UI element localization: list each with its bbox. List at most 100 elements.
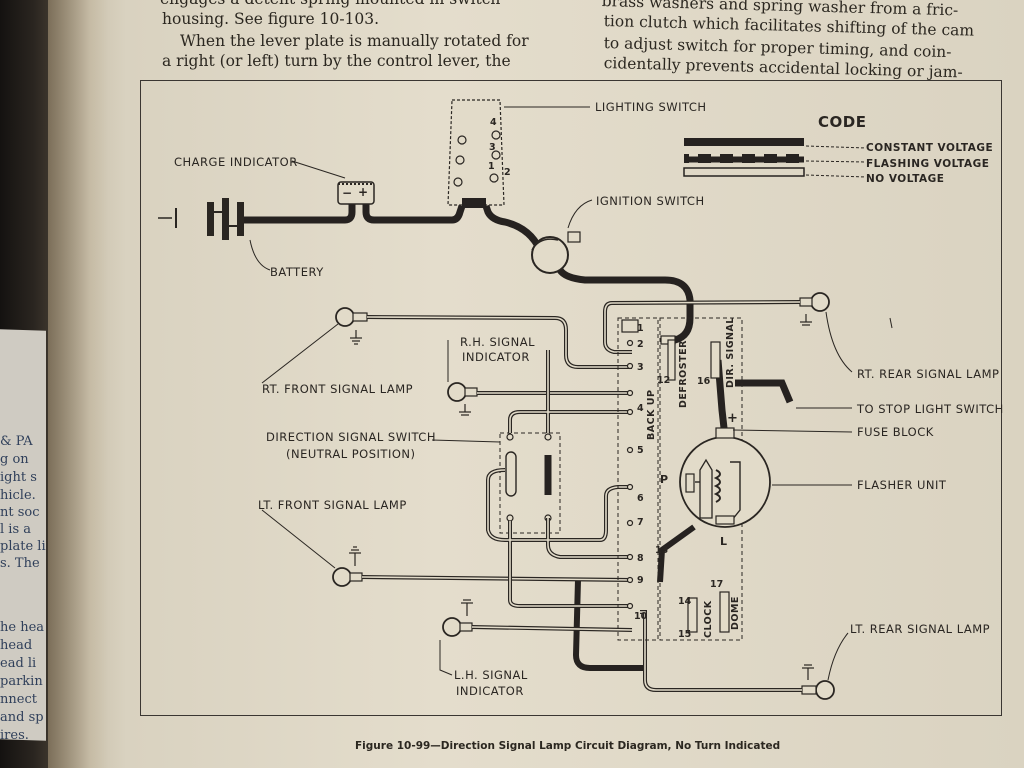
label-direction-signal-switch: DIRECTION SIGNAL SWITCH [266,430,436,444]
lighting-switch-terminal: 1 [488,161,495,172]
switch-return-wire [572,579,646,671]
terminal-number: 8 [637,553,644,564]
terminal-number: 6 [637,493,644,504]
fuse-number: 12 [657,375,671,386]
page-fragment: ead li [0,656,37,671]
terminal-number: 2 [637,339,644,350]
rh-signal-indicator [447,382,478,416]
page-fragment: ires. [0,728,29,743]
terminal-block [617,317,659,641]
label-flasher-unit: FLASHER UNIT [857,478,947,492]
label-ignition-switch: IGNITION SWITCH [596,194,705,208]
ignition-to-fuse-wire [557,267,694,344]
fuse-number: 15 [678,629,692,640]
book-spine-shadow [48,0,108,768]
label-rt-rear-signal-lamp: RT. REAR SIGNAL LAMP [857,367,1000,381]
label-stop-light-switch: TO STOP LIGHT SWITCH [857,402,1004,416]
terminal-number: 3 [637,362,644,373]
fuse-number: 13 [655,545,669,556]
fuse-number: 14 [678,596,692,607]
label-rh-signal: R.H. SIGNAL [460,335,535,349]
body-text-line: engages a detent spring mounted in switc… [160,0,500,10]
legend-novoltage-bar [683,167,805,177]
label-fuse-block: FUSE BLOCK [857,425,934,439]
label-charge-indicator: CHARGE INDICATOR [174,155,298,169]
charge-plus: + [358,185,369,199]
battery-feed-wire [244,204,466,224]
adjacent-page: & PA g on ight s hicle. nt soc l is a pl… [0,0,48,768]
page-fragment: he hea [0,620,45,635]
label-lighting-switch: LIGHTING SWITCH [595,100,707,114]
page-fragment: g on [0,452,29,467]
direction-signal-switch [499,432,561,534]
stop-light-wire [735,379,794,404]
lighting-switch-terminal: 3 [489,142,496,153]
label-lt-front-signal-lamp: LT. FRONT SIGNAL LAMP [258,498,407,512]
flasher-unit [679,427,771,528]
label-defroster: DEFROSTER [678,340,689,408]
page-fragment: plate li [0,539,46,554]
body-text-line: a right (or left) turn by the control le… [162,52,511,70]
terminal-number: 10 [634,611,648,622]
lighting-switch-terminal: 4 [490,117,497,128]
label-neutral-position: (NEUTRAL POSITION) [286,447,416,461]
rt-front-signal-lamp [335,307,368,345]
page-fragment: head [0,638,33,653]
legend-constant-bar [684,138,804,146]
terminal-number: 9 [637,575,644,586]
page-fragment: and sp [0,710,44,725]
label-clock: CLOCK [703,600,714,638]
charge-minus: − [342,186,353,200]
code-none: NO VOLTAGE [866,173,945,185]
page-fragment: s. The [0,556,40,571]
terminal-number: 4 [637,403,644,414]
fuse-plus: + [727,411,738,426]
page-fragment: & PA [0,434,33,449]
fuse-number: 16 [697,376,711,387]
label-lt-rear-signal-lamp: LT. REAR SIGNAL LAMP [850,622,991,636]
page-fragment: nnect [0,692,37,707]
terminal-number: 1 [637,323,644,334]
body-text-line: When the lever plate is manually rotated… [180,32,529,50]
page-fragment: ight s [0,470,37,485]
legend-flashing-bar [684,154,804,163]
ignition-switch [531,231,581,274]
page-fragment: parkin [0,674,43,689]
lt-front-signal-lamp [332,546,363,587]
code-constant: CONSTANT VOLTAGE [866,142,994,154]
fuse-number: 17 [710,579,724,590]
flasher-terminal-p: P [660,473,669,486]
rt-rear-signal-lamp [799,292,830,326]
code-legend [683,138,867,178]
lighting-switch [447,99,505,208]
figure-frame [140,80,1002,716]
label-back-up: BACK UP [646,389,657,440]
page-fragment: hicle. [0,488,36,503]
ignition-feed-wire [482,204,544,252]
label-lh-signal: L.H. SIGNAL [454,668,528,682]
charge-indicator [337,181,375,205]
flasher-terminal-l: L [720,535,728,548]
label-rt-front-signal-lamp: RT. FRONT SIGNAL LAMP [262,382,414,396]
lighting-switch-terminal: 2 [504,167,511,178]
code-flashing: FLASHING VOLTAGE [866,158,990,170]
page-fragment: l is a [0,522,32,537]
code-title: CODE [818,113,867,131]
body-text-line: housing. See figure 10-103. [162,10,380,28]
label-battery: BATTERY [270,265,324,279]
book-page [48,0,1024,768]
label-dome: DOME [730,596,741,630]
label-dir-signal: DIR. SIGNAL [725,317,736,388]
terminal-number: 5 [637,445,644,456]
label-rh-indicator: INDICATOR [462,350,530,364]
lh-signal-indicator [442,599,473,637]
figure-caption: Figure 10-99—Direction Signal Lamp Circu… [355,740,781,752]
terminal-number: 7 [637,517,644,528]
page-fragment: nt soc [0,505,40,520]
label-lh-indicator: INDICATOR [456,684,524,698]
lt-rear-signal-lamp [801,664,835,700]
flasher-output-wire [657,524,696,583]
battery-symbol [158,198,244,240]
fuse-block [659,317,743,641]
